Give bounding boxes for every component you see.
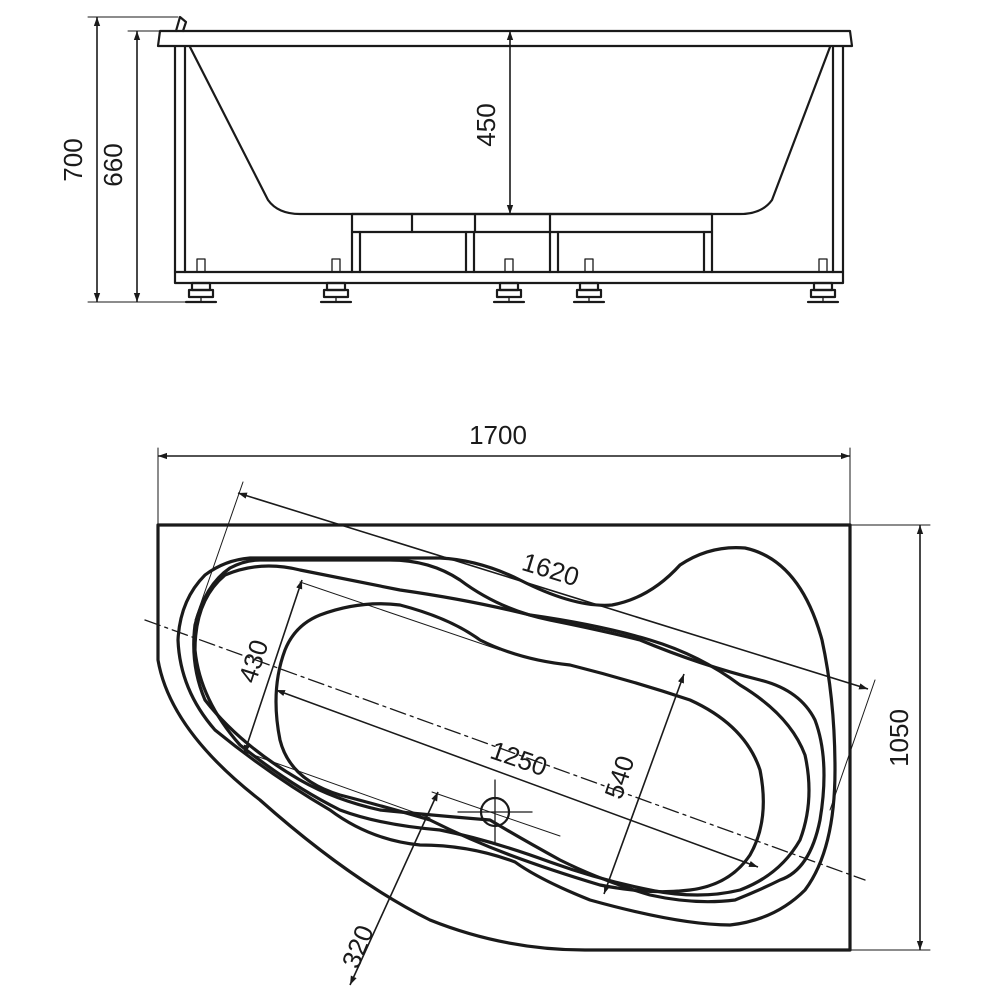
dimension-frame-height: 660 (98, 30, 161, 302)
foot (184, 258, 218, 304)
dim-label-320: 320 (336, 921, 380, 972)
foot (572, 258, 606, 304)
dimension-head-width: 430 (232, 579, 501, 819)
support-frame (173, 45, 845, 285)
dimension-waist-width: 320 (336, 791, 561, 986)
dimension-length: 1700 (157, 420, 851, 526)
dimension-total-height: 700 (58, 16, 191, 303)
dim-label-1050: 1050 (884, 709, 914, 767)
adjustable-feet (184, 258, 840, 304)
bowl-ledge-contour (193, 564, 811, 897)
dim-label-1250: 1250 (487, 735, 551, 782)
dim-label-450: 450 (471, 103, 501, 146)
foot (492, 258, 526, 304)
dimension-bowl-depth: 450 (471, 31, 514, 214)
dimension-inner-bowl-length: 1250 (275, 689, 759, 868)
dim-label-540: 540 (598, 752, 640, 803)
top-view: 1700 1050 1620 1250 430 (144, 420, 931, 986)
side-view: 700 660 450 (58, 15, 854, 304)
tub-rim (156, 29, 854, 48)
dimension-width: 1050 (849, 524, 931, 951)
foot (319, 258, 353, 304)
dimension-foot-width: 540 (598, 673, 685, 895)
dim-label-660: 660 (98, 143, 128, 186)
rim-lip (174, 15, 188, 33)
foot (806, 258, 840, 304)
dim-label-430: 430 (232, 636, 274, 687)
dim-label-1700: 1700 (469, 420, 527, 450)
dim-label-700: 700 (58, 138, 88, 181)
